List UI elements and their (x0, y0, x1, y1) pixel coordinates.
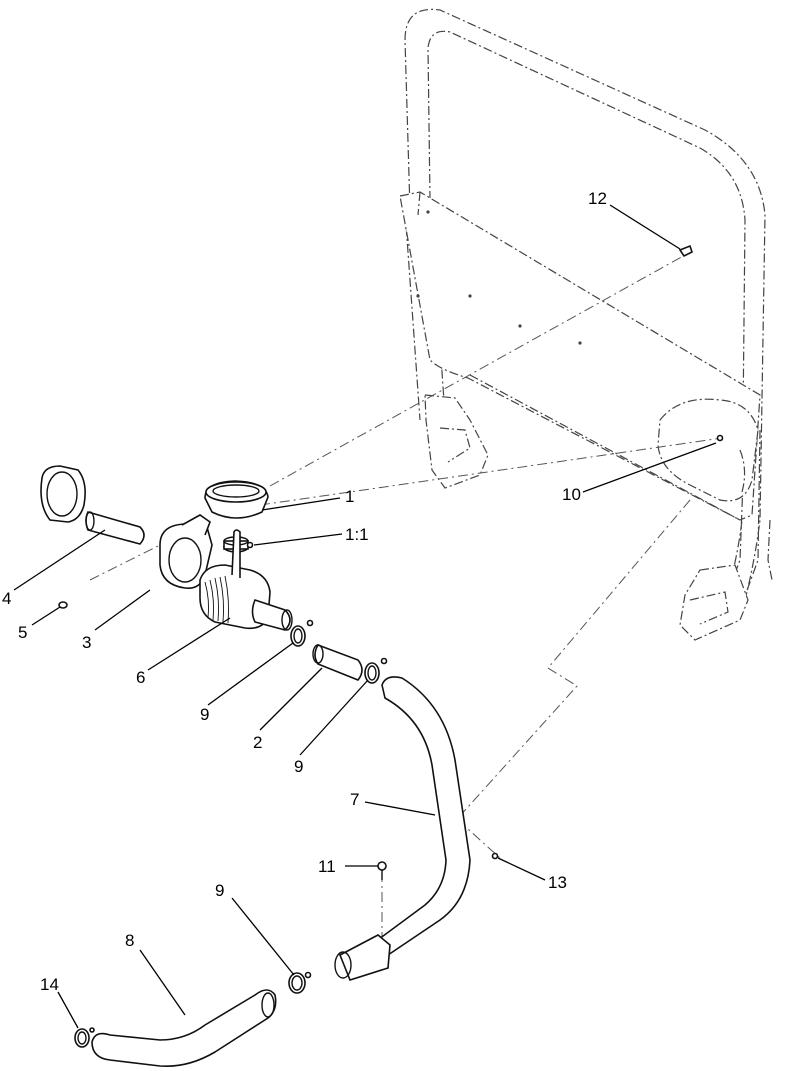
small-screw (491, 852, 499, 860)
frame-screw-lower (716, 434, 724, 442)
callout-3: 3 (82, 633, 91, 652)
callout-1-1: 1:1 (345, 525, 369, 544)
callout-11: 11 (318, 857, 336, 876)
callout-10: 10 (562, 485, 581, 504)
callout-9-upper-left: 9 (200, 705, 209, 724)
callout-7: 7 (350, 790, 359, 809)
lower-hose (91, 989, 277, 1068)
callout-4: 4 (2, 589, 11, 608)
air-cleaner-body (199, 529, 293, 631)
hose-clamp-end (74, 1027, 95, 1048)
mounting-bolt (377, 861, 387, 880)
hose-clamp-upper-left (290, 619, 314, 647)
callout-8: 8 (125, 931, 134, 950)
hose-clamp-upper-right (364, 657, 388, 684)
callout-labels: 1 1:1 2 3 4 5 6 7 8 9 9 9 10 11 12 13 14 (2, 189, 607, 994)
coupling-hose (312, 644, 363, 681)
leader-lines (13, 204, 717, 1029)
hose-clamp-lower (288, 971, 312, 994)
callout-5: 5 (18, 623, 27, 642)
filter-cover (40, 465, 145, 545)
callout-6: 6 (136, 668, 145, 687)
callout-1: 1 (345, 487, 354, 506)
frame-screw-upper (678, 244, 693, 258)
washer (58, 601, 68, 609)
callout-2: 2 (253, 733, 262, 752)
callout-13: 13 (548, 873, 567, 892)
intake-tube (334, 676, 471, 981)
precleaner-cap (204, 480, 269, 519)
callout-9-lower: 9 (215, 881, 224, 900)
rops-frame-ghost (399, 8, 773, 641)
callout-12: 12 (588, 189, 607, 208)
callout-9-upper-right: 9 (294, 757, 303, 776)
callout-14: 14 (40, 975, 59, 994)
